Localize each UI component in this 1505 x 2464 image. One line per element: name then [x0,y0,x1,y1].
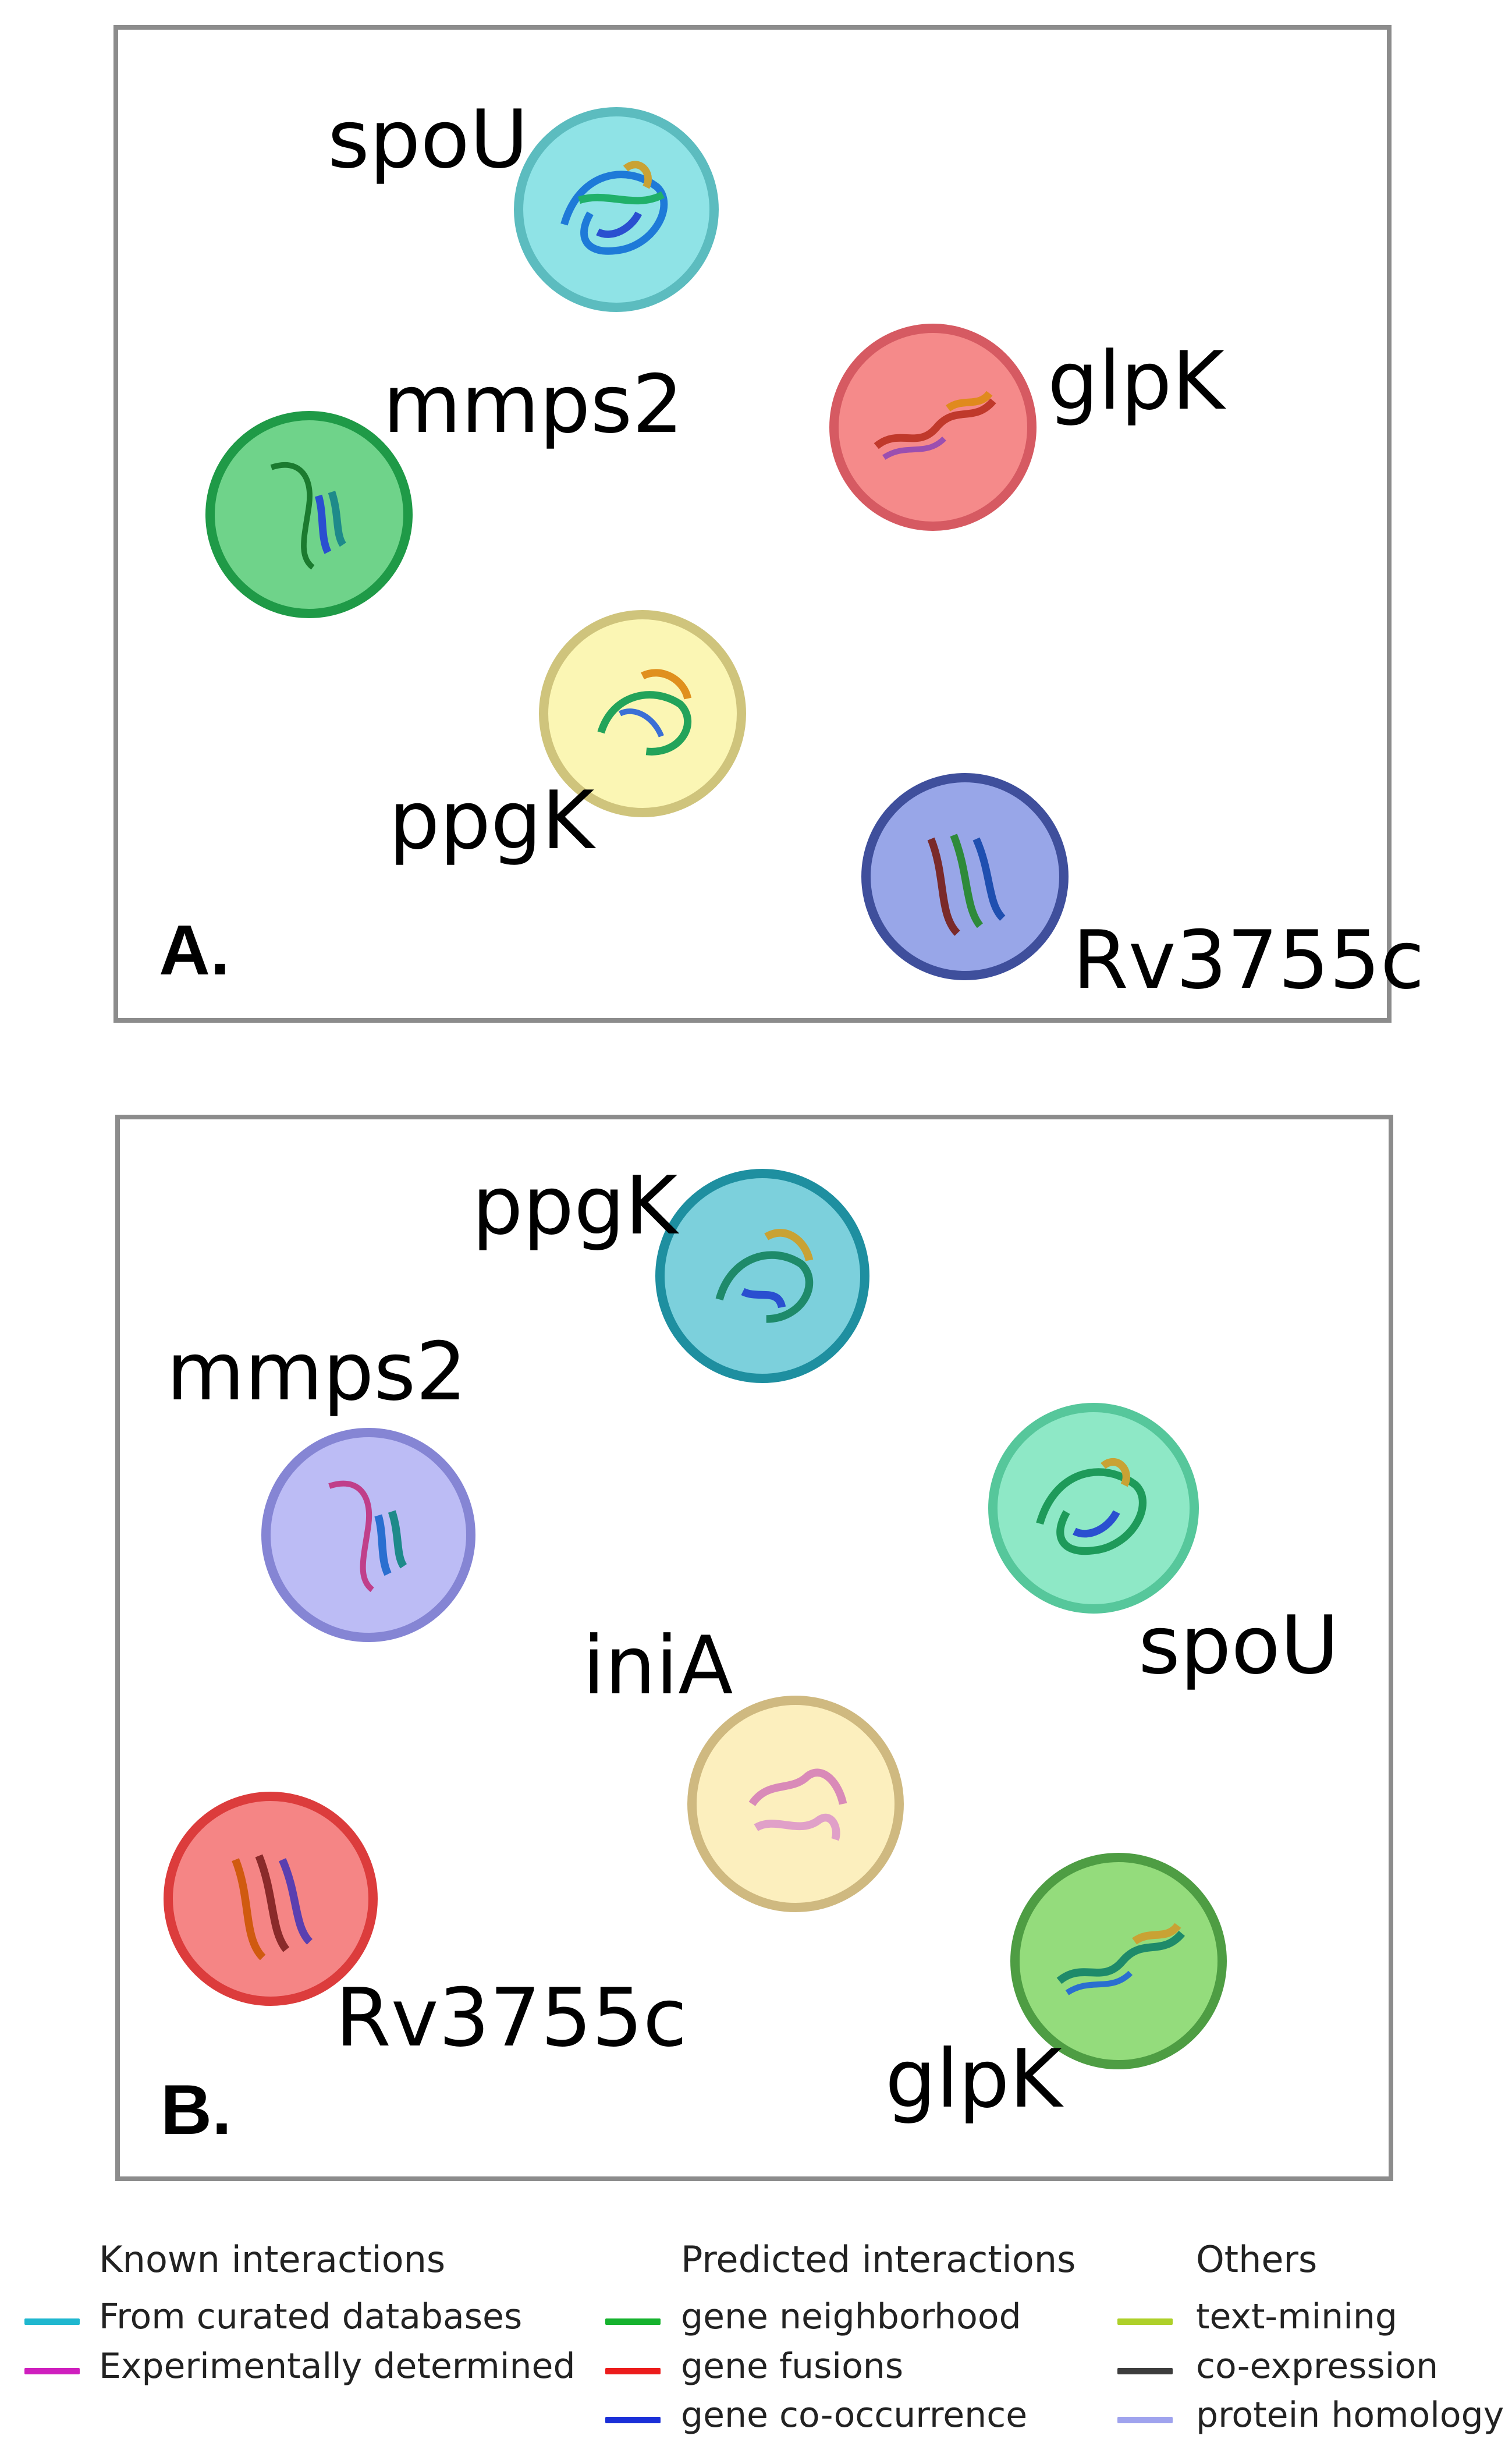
protein-structure-icon [597,669,692,756]
protein-structure-icon [874,391,996,460]
legend-swatch-curated [24,2318,80,2325]
node-label: glpK [1048,334,1225,428]
legend-swatch-fusions [605,2368,661,2374]
node-rv3755c-a[interactable] [861,773,1069,980]
legend-item-homology: protein homology [1196,2395,1504,2435]
panel-b: ppgK mmps2 spoU iniA Rv3755c [115,1115,1393,2181]
node-glpk-a[interactable] [829,324,1037,531]
panel-a: spoU glpK mmps2 ppgK Rv3755c A. [113,25,1425,1023]
legend-item-neighborhood: gene neighborhood [681,2296,1021,2337]
legend-swatch-textmining [1117,2318,1173,2325]
legend-heading-predicted: Predicted interactions [681,2238,1076,2281]
node-label: iniA [583,1619,733,1713]
protein-structure-icon [232,1854,313,1960]
legend-item-curated: From curated databases [99,2296,523,2337]
node-label: ppgK [472,1159,678,1253]
protein-structure-icon [560,161,668,255]
legend-item-fusions: gene fusions [681,2346,904,2387]
node-label: spoU [328,93,528,186]
legend-item-coexpression: co-expression [1196,2346,1439,2387]
node-label: ppgK [389,774,595,867]
node-mmps2-a[interactable] [205,411,413,618]
legend-swatch-homology [1117,2417,1173,2423]
node-label: mmps2 [166,1325,467,1419]
protein-structure-icon [1056,1923,1185,1995]
legend-swatch-neighborhood [605,2318,661,2325]
legend-heading-known: Known interactions [99,2238,446,2281]
legend-item-textmining: text-mining [1196,2296,1397,2337]
panel-letter: B. [161,2070,232,2149]
node-label: Rv3755c [335,1971,687,2065]
legend-swatch-experimental [24,2368,80,2374]
node-ppgk-b[interactable] [655,1169,869,1383]
legend-item-cooccurrence: gene co-occurrence [681,2395,1028,2435]
node-spou-a[interactable] [514,107,719,312]
node-label: spoU [1138,1598,1339,1692]
protein-structure-icon [328,1480,407,1593]
protein-structure-icon [927,834,1006,936]
legend-heading-others: Others [1196,2238,1318,2281]
panel-letter: A. [159,910,230,990]
node-inia-b[interactable] [687,1696,904,1912]
legend-swatch-cooccurrence [605,2417,661,2423]
protein-structure-icon [715,1229,814,1323]
protein-structure-icon [1036,1458,1147,1555]
node-rv3755c-b[interactable] [164,1792,378,2006]
legend-swatch-coexpression [1117,2368,1173,2374]
protein-structure-icon [270,462,346,570]
node-mmps2-b[interactable] [261,1428,475,1642]
node-label: Rv3755c [1073,913,1425,1007]
node-spou-b[interactable] [988,1403,1199,1614]
protein-structure-icon [748,1768,847,1841]
node-label: glpK [885,2032,1063,2126]
legend-item-experimental: Experimentally determined [99,2346,576,2387]
node-label: mmps2 [383,357,684,451]
